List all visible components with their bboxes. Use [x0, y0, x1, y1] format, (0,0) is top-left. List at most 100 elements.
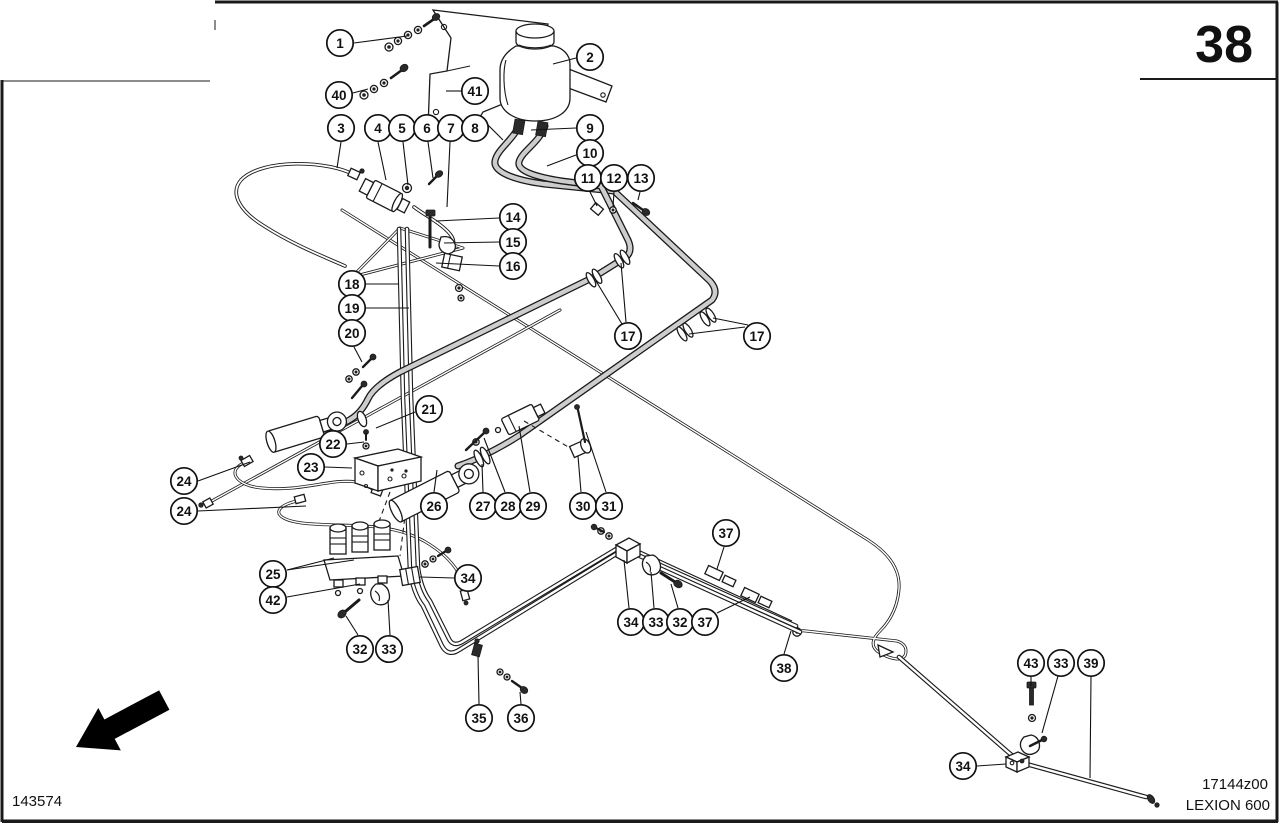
svg-text:32: 32: [672, 615, 687, 630]
callout-10: 10: [546, 138, 605, 168]
page-number: 38: [1195, 16, 1253, 74]
couplers-37: [703, 564, 773, 609]
screws-1: [384, 13, 441, 52]
svg-text:34: 34: [460, 571, 476, 586]
svg-text:42: 42: [265, 593, 280, 608]
svg-text:30: 30: [575, 499, 590, 514]
callout-20: 20: [337, 318, 367, 363]
callout-41: 41: [446, 76, 490, 106]
callout-2: 2: [552, 42, 605, 72]
svg-text:32: 32: [352, 642, 367, 657]
callout-24: 24: [169, 496, 307, 526]
model-name: LEXION 600: [1186, 797, 1270, 814]
svg-text:5: 5: [398, 121, 406, 136]
svg-text:33: 33: [648, 615, 664, 630]
svg-text:4: 4: [374, 121, 382, 136]
callout-37: 37: [690, 596, 751, 637]
callout-23: 23: [296, 452, 353, 482]
screw-32-mid: [659, 571, 683, 589]
callout-31: 31: [585, 431, 624, 521]
svg-text:35: 35: [471, 711, 487, 726]
svg-text:19: 19: [344, 301, 359, 316]
callout-3: 3: [326, 113, 356, 169]
svg-text:17: 17: [620, 329, 635, 344]
svg-text:24: 24: [176, 504, 192, 519]
callout-12: 12: [599, 163, 629, 208]
callout-24: 24: [169, 461, 251, 496]
callout-18: 18: [337, 269, 399, 299]
oil-reservoir-2: [499, 23, 613, 138]
svg-text:12: 12: [606, 171, 621, 186]
callout-43: 43: [1016, 648, 1046, 686]
svg-text:17: 17: [749, 329, 764, 344]
svg-text:20: 20: [344, 326, 359, 341]
callout-34: 34: [616, 559, 646, 637]
callout-17: 17: [688, 317, 772, 351]
callout-5: 5: [387, 113, 417, 186]
pipe-run-left-thin: [198, 308, 562, 509]
svg-text:28: 28: [500, 499, 516, 514]
direction-arrow: [76, 690, 170, 751]
bracket-33-mid: [641, 554, 662, 576]
svg-text:38: 38: [776, 661, 792, 676]
cylinder-21-assembly: [265, 353, 377, 453]
svg-text:36: 36: [513, 711, 529, 726]
pipe-3: [234, 161, 365, 268]
callout-17: 17: [595, 262, 643, 351]
callout-33: 33: [1041, 648, 1076, 734]
pipe-bundle-lower-right: [635, 548, 803, 635]
screws-40: [359, 63, 409, 100]
callout-34: 34: [948, 751, 1007, 781]
callout-27: 27: [468, 463, 498, 521]
svg-text:29: 29: [525, 499, 540, 514]
clamp-34-mid: [590, 523, 642, 565]
svg-text:25: 25: [265, 567, 281, 582]
callout-8: 8: [460, 113, 504, 143]
callout-37: 37: [711, 518, 741, 570]
callout-28: 28: [483, 437, 523, 521]
svg-text:3: 3: [337, 121, 345, 136]
callout-4: 4: [363, 113, 393, 181]
callout-33: 33: [641, 571, 671, 637]
document-code: 143574: [12, 793, 62, 810]
svg-text:31: 31: [601, 499, 617, 514]
callout-33: 33: [374, 599, 404, 664]
callout-40: 40: [324, 80, 369, 110]
callout-15: 15: [443, 227, 528, 257]
svg-text:18: 18: [344, 277, 360, 292]
svg-text:13: 13: [633, 171, 649, 186]
svg-text:33: 33: [381, 642, 397, 657]
svg-text:10: 10: [582, 146, 597, 161]
svg-text:8: 8: [471, 121, 479, 136]
svg-text:23: 23: [303, 460, 319, 475]
callout-19: 19: [337, 293, 409, 323]
valve-4: [358, 170, 444, 214]
svg-text:7: 7: [447, 121, 455, 136]
callout-36: 36: [506, 691, 536, 733]
screw-32-left: [337, 598, 361, 619]
svg-text:16: 16: [505, 259, 521, 274]
callout-32: 32: [665, 583, 695, 637]
callout-29: 29: [518, 425, 548, 521]
callout-25: 25: [258, 557, 355, 589]
svg-text:27: 27: [475, 499, 490, 514]
figure-code: 17144z00: [1202, 776, 1268, 793]
svg-text:9: 9: [586, 121, 594, 136]
hose-end-fitting: [877, 643, 895, 658]
clamp-16-assembly: [425, 209, 465, 302]
svg-text:21: 21: [421, 402, 437, 417]
svg-text:43: 43: [1023, 656, 1039, 671]
svg-text:15: 15: [505, 235, 521, 250]
svg-text:14: 14: [505, 210, 521, 225]
svg-text:22: 22: [325, 437, 340, 452]
guide-dash-1: [377, 491, 391, 525]
callout-16: 16: [435, 251, 528, 281]
callout-11: 11: [573, 163, 603, 207]
svg-text:39: 39: [1083, 656, 1098, 671]
screw-36: [496, 668, 529, 694]
callout-39: 39: [1076, 648, 1106, 779]
callout-42: 42: [258, 583, 361, 615]
